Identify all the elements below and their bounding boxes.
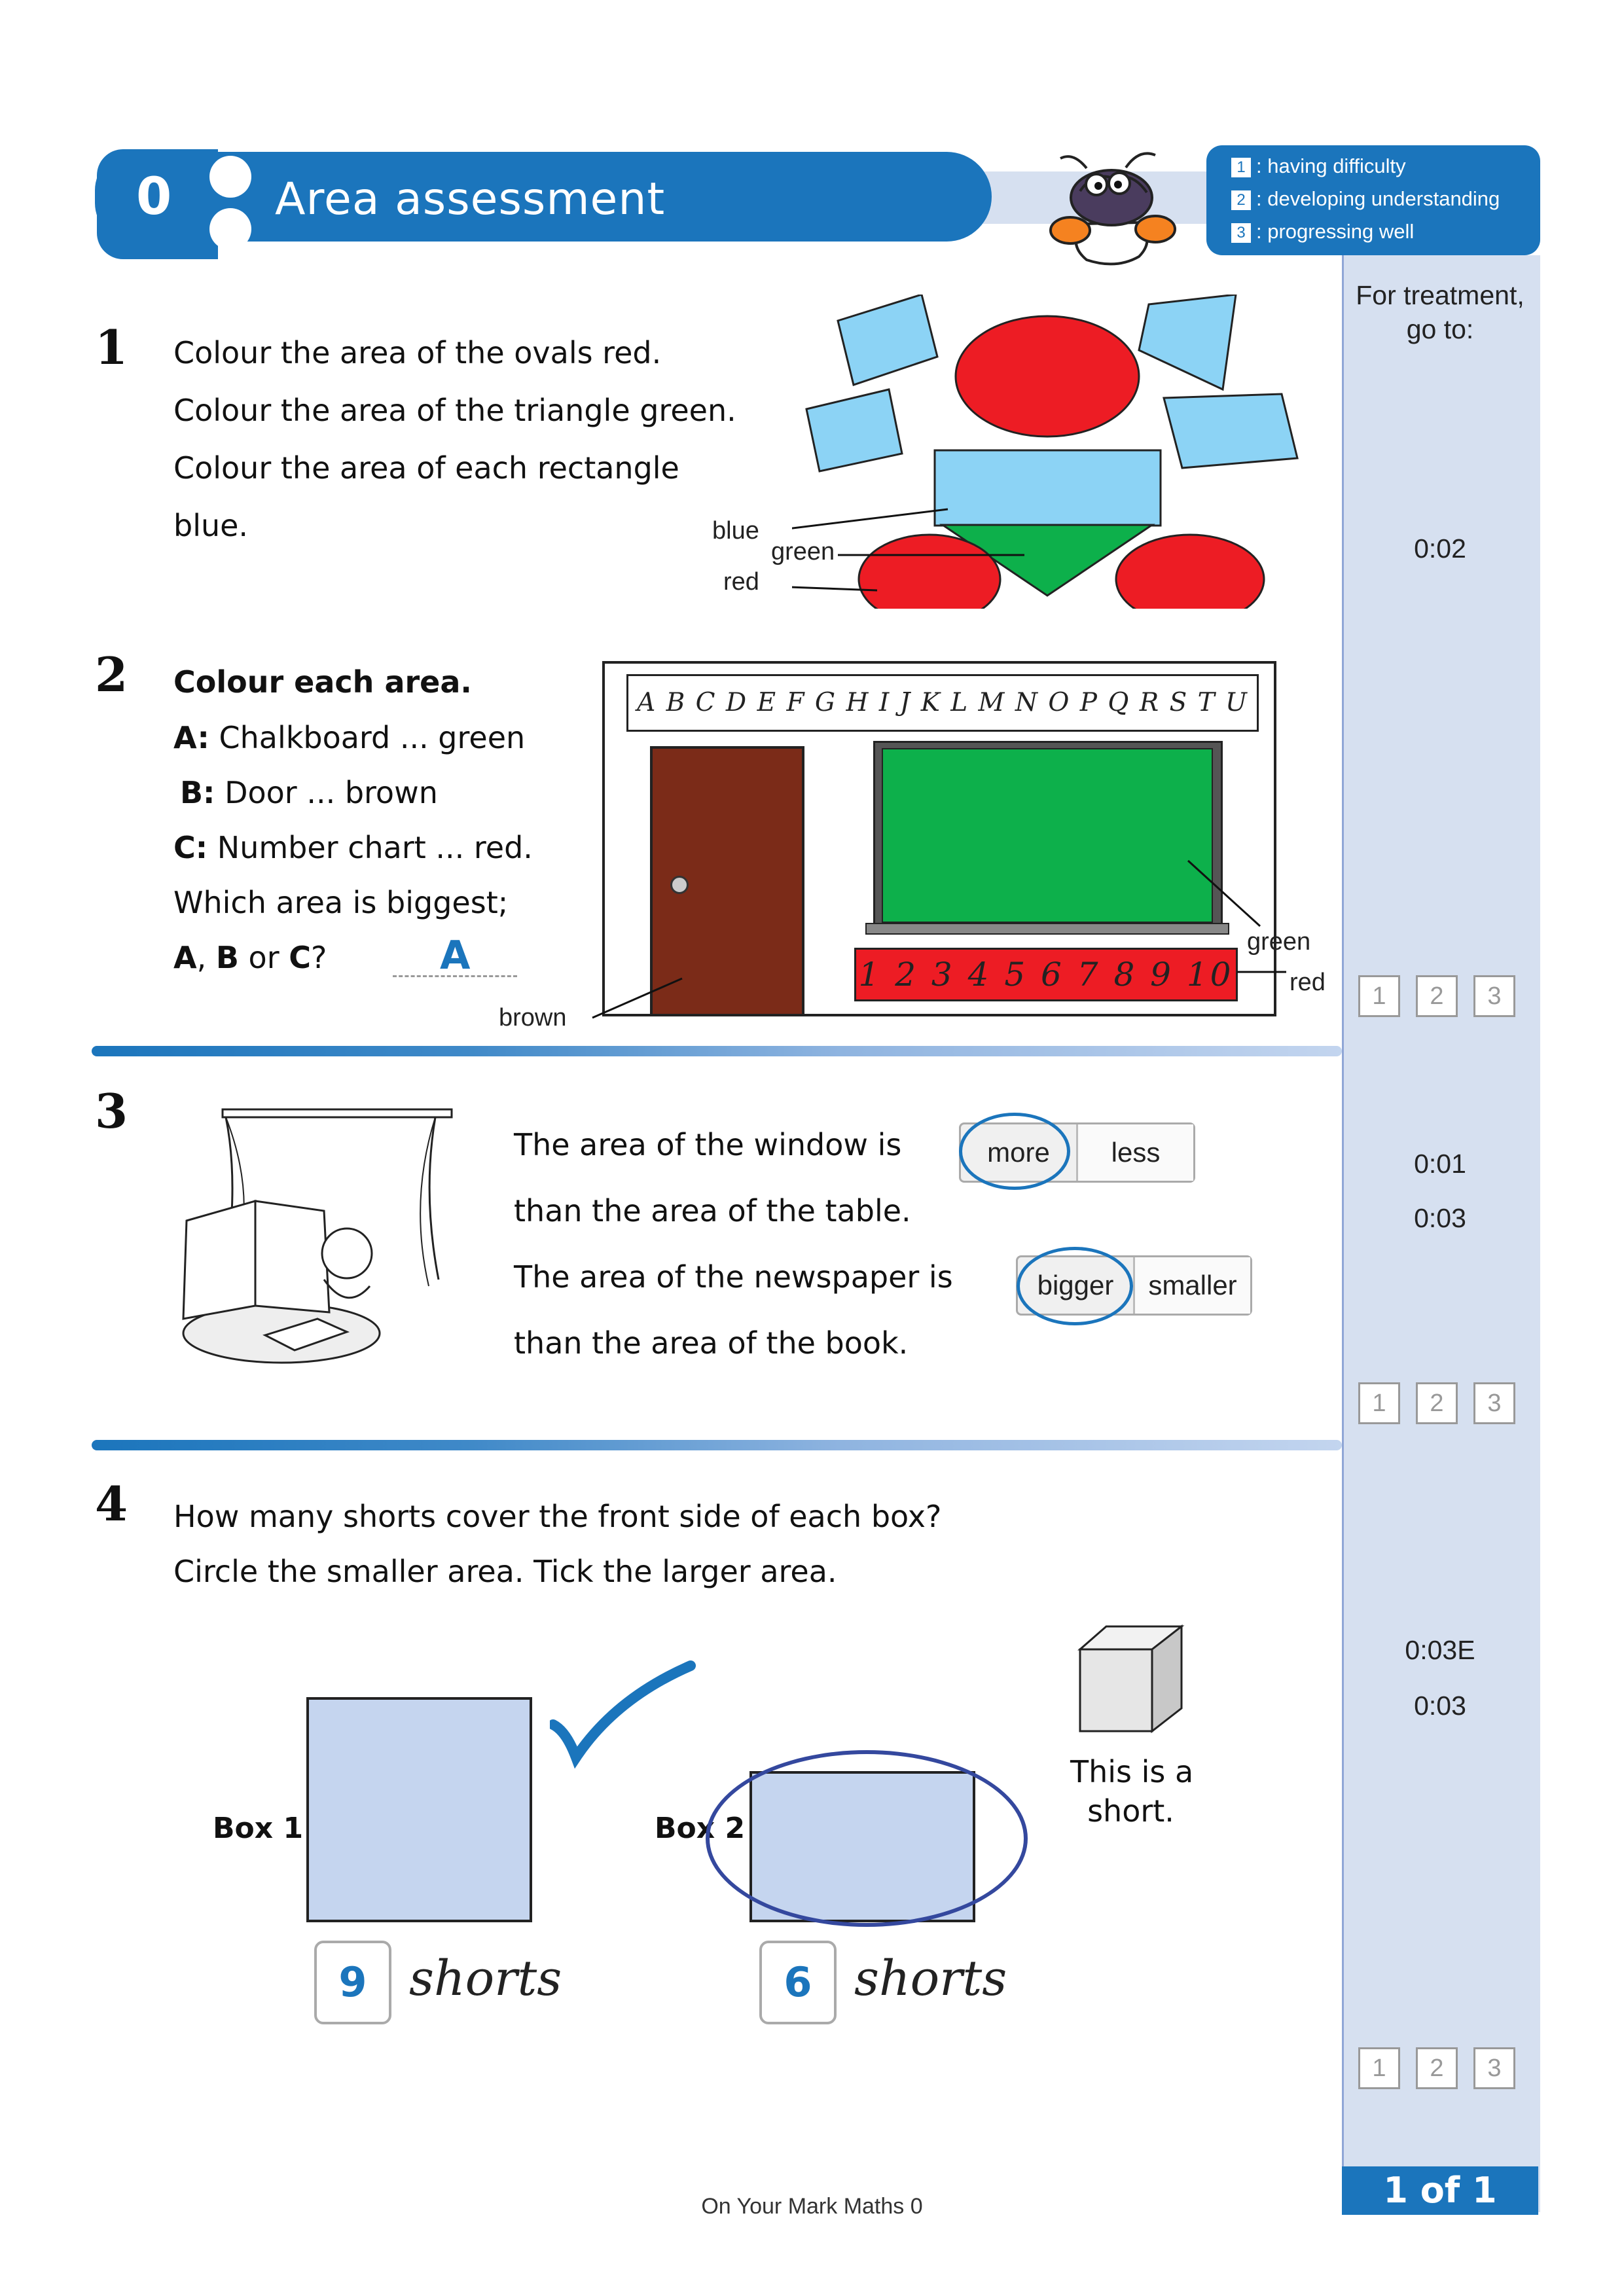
sidebar-heading: For treatment, go to: xyxy=(1356,280,1525,344)
cube-icon xyxy=(1077,1624,1185,1734)
q1-instruction: Colour the area of the triangle green. xyxy=(173,393,736,428)
q1-instruction: Colour the area of the ovals red. xyxy=(173,335,662,370)
question-number: 4 xyxy=(95,1476,128,1532)
q2-option-b: B: Door ... brown xyxy=(180,775,438,810)
alphabet-chart: A B C D E F G H I J K L M N O P Q R S T … xyxy=(626,674,1259,771)
q4-treatment-ref-2: 0:03 xyxy=(1414,1691,1466,1721)
q2-choices: A, B or C? xyxy=(173,940,327,975)
pointer-label-red: red xyxy=(723,568,759,596)
door-knob xyxy=(670,876,689,894)
footer-text: On Your Mark Maths 0 xyxy=(701,2194,923,2219)
door xyxy=(650,746,804,1016)
q2-option-a: A: Chalkboard ... green xyxy=(173,720,526,755)
selection-circle xyxy=(1017,1247,1133,1325)
box1-answer-box[interactable]: 9 xyxy=(314,1941,391,2024)
q3-line: than the area of the table. xyxy=(514,1193,911,1229)
box2-answer-box[interactable]: 6 xyxy=(759,1941,837,2024)
answer-line xyxy=(393,975,517,977)
unit-number-tab: 0 xyxy=(97,149,218,259)
short-caption: short. xyxy=(1087,1793,1174,1829)
rating-3[interactable]: 3 xyxy=(1473,2047,1515,2089)
header-notch xyxy=(209,208,251,250)
q4-treatment-ref-1: 0:03E xyxy=(1405,1635,1475,1665)
chalkboard[interactable] xyxy=(882,748,1213,923)
q2-question: Which area is biggest; xyxy=(173,885,509,920)
unit-word: shorts xyxy=(409,1950,562,2007)
rating-2[interactable]: 2 xyxy=(1416,1382,1458,1424)
shape-robot-figure xyxy=(792,295,1299,609)
legend-row: 3: progressing well xyxy=(1231,220,1414,243)
q2-heading: Colour each area. xyxy=(173,664,472,700)
reading-boy-illustration xyxy=(182,1108,453,1364)
q4-instruction: Circle the smaller area. Tick the larger… xyxy=(173,1554,837,1589)
question-number: 1 xyxy=(95,319,128,375)
rating-3[interactable]: 3 xyxy=(1473,1382,1515,1424)
number-chart[interactable]: 1 2 3 4 5 6 7 8 9 10 xyxy=(854,948,1238,1001)
short-caption: This is a xyxy=(1070,1754,1194,1789)
legend-row: 2: developing understanding xyxy=(1231,187,1500,211)
page-count: 1 of 1 xyxy=(1342,2166,1538,2215)
rating-1[interactable]: 1 xyxy=(1358,975,1400,1017)
q4-rating: 1 2 3 xyxy=(1358,2047,1515,2089)
pointer-label-brown: brown xyxy=(499,1004,567,1031)
q3-line: The area of the window is xyxy=(514,1127,902,1162)
header-notch xyxy=(209,156,251,198)
selection-circle xyxy=(706,1750,1028,1927)
pointer-label-green: green xyxy=(771,538,835,565)
question-number: 2 xyxy=(95,647,128,702)
q3-line: The area of the newspaper is xyxy=(514,1259,953,1295)
tick-mark-icon xyxy=(550,1660,696,1769)
box1-label: Box 1 xyxy=(213,1812,304,1845)
legend-row: 1: having difficulty xyxy=(1231,154,1406,178)
q2-rating: 1 2 3 xyxy=(1358,975,1515,1017)
q3-rating: 1 2 3 xyxy=(1358,1382,1515,1424)
choice-smaller[interactable]: smaller xyxy=(1133,1257,1250,1314)
rating-2[interactable]: 2 xyxy=(1416,975,1458,1017)
rating-1[interactable]: 1 xyxy=(1358,1382,1400,1424)
rating-2[interactable]: 2 xyxy=(1416,2047,1458,2089)
page-title: Area assessment xyxy=(275,173,666,225)
rating-1[interactable]: 1 xyxy=(1358,2047,1400,2089)
unit-word: shorts xyxy=(854,1950,1007,2007)
q1-treatment-ref: 0:02 xyxy=(1414,533,1466,564)
section-divider xyxy=(92,1440,1342,1450)
q3-treatment-ref-1: 0:01 xyxy=(1414,1149,1466,1179)
rating-legend: 1: having difficulty 2: developing under… xyxy=(1206,145,1540,255)
selection-circle xyxy=(959,1113,1070,1190)
rating-3[interactable]: 3 xyxy=(1473,975,1515,1017)
q4-instruction: How many shorts cover the front side of … xyxy=(173,1499,942,1534)
pointer-label-red: red xyxy=(1290,969,1326,996)
q2-option-c: C: Number chart ... red. xyxy=(173,830,533,865)
chalk-ledge xyxy=(865,923,1229,935)
more-less-choice: more less xyxy=(959,1122,1195,1183)
q1-instruction: Colour the area of each rectangle xyxy=(173,450,679,486)
choice-less[interactable]: less xyxy=(1076,1124,1193,1181)
section-divider xyxy=(92,1046,1342,1056)
q1-instruction: blue. xyxy=(173,508,249,543)
question-number: 3 xyxy=(95,1083,128,1139)
q2-answer[interactable]: A xyxy=(440,933,471,978)
q3-line: than the area of the book. xyxy=(514,1325,909,1361)
q2-pointer-lines xyxy=(592,859,1286,1019)
pointer-label-blue: blue xyxy=(712,517,759,545)
box1[interactable] xyxy=(306,1697,532,1922)
pointer-label-green: green xyxy=(1247,928,1311,956)
q3-treatment-ref-2: 0:03 xyxy=(1414,1203,1466,1233)
treatment-sidebar xyxy=(1342,255,1540,2212)
unit-number: 0 xyxy=(136,168,172,226)
crab-mascot-icon xyxy=(1049,152,1176,266)
